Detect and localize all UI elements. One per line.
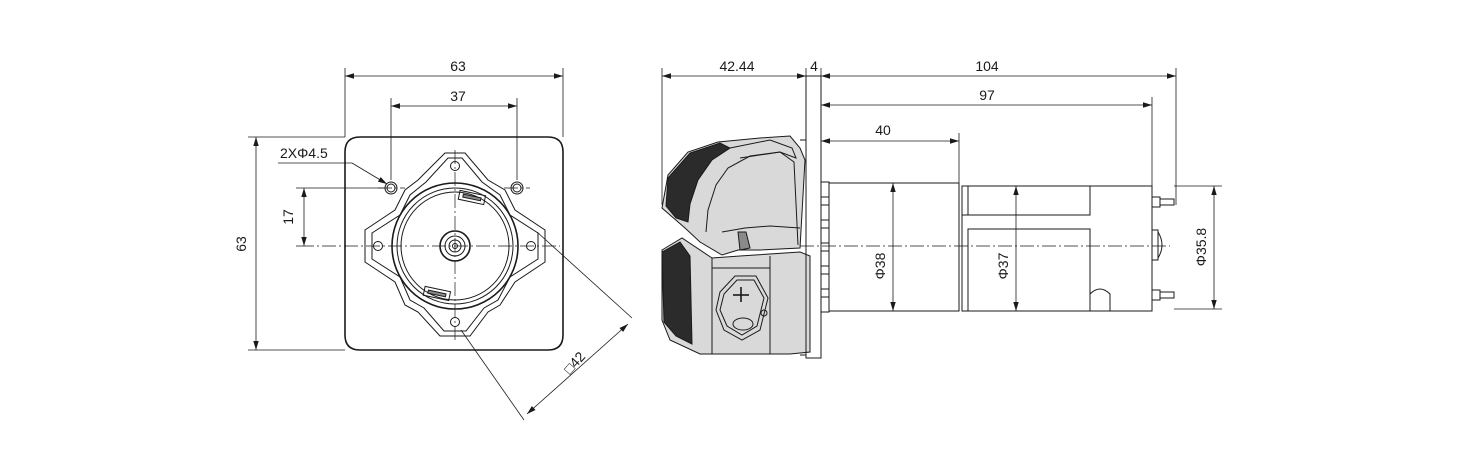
dim-total-length: 104 bbox=[975, 58, 999, 74]
motor-label-lower bbox=[967, 228, 1091, 312]
dim-hole-spacing: 37 bbox=[450, 88, 466, 104]
pump-head-base bbox=[661, 237, 811, 355]
pump-head-base-dark bbox=[661, 241, 693, 345]
dim-hole-offset: 17 bbox=[280, 209, 296, 225]
dim-gearbox-length: 40 bbox=[875, 122, 891, 138]
motor-terminal-top bbox=[1151, 196, 1175, 208]
motor-end-cap bbox=[1151, 229, 1159, 261]
pump-head-flange bbox=[364, 152, 546, 337]
motor-label-upper bbox=[967, 185, 1091, 216]
motor-terminal-bottom bbox=[1151, 289, 1175, 301]
dim-terminal-span: Φ35.8 bbox=[1193, 228, 1209, 267]
front-view bbox=[300, 136, 564, 351]
tube-clamp-bottom bbox=[422, 285, 452, 302]
drive-coupling bbox=[820, 181, 830, 313]
pump-head-cover-dark bbox=[665, 142, 731, 223]
tube-clamp-top bbox=[457, 189, 487, 206]
dim-overall-width: 63 bbox=[450, 58, 466, 74]
dim-overall-height: 63 bbox=[233, 236, 249, 252]
motor-body bbox=[961, 185, 1153, 312]
front-dimensions: 63 37 63 17 2XΦ4.5 □42 bbox=[233, 58, 633, 421]
side-view bbox=[661, 75, 1175, 359]
dim-holes: 2XΦ4.5 bbox=[280, 145, 328, 161]
dim-motor-length: 97 bbox=[979, 87, 995, 103]
dim-head-length: 42.44 bbox=[719, 58, 754, 74]
occlusion-lever bbox=[715, 275, 769, 341]
gearbox-body bbox=[828, 182, 960, 312]
dim-square: □42 bbox=[560, 348, 588, 377]
side-dimensions: 42.44 4 104 97 40 Φ38 Φ37 Φ35.8 bbox=[661, 58, 1222, 311]
motor-vent-bump bbox=[1089, 288, 1111, 311]
dim-plate-thickness: 4 bbox=[810, 58, 818, 74]
dim-gearbox-diameter: Φ38 bbox=[872, 252, 888, 279]
dim-motor-diameter: Φ37 bbox=[995, 252, 1011, 279]
